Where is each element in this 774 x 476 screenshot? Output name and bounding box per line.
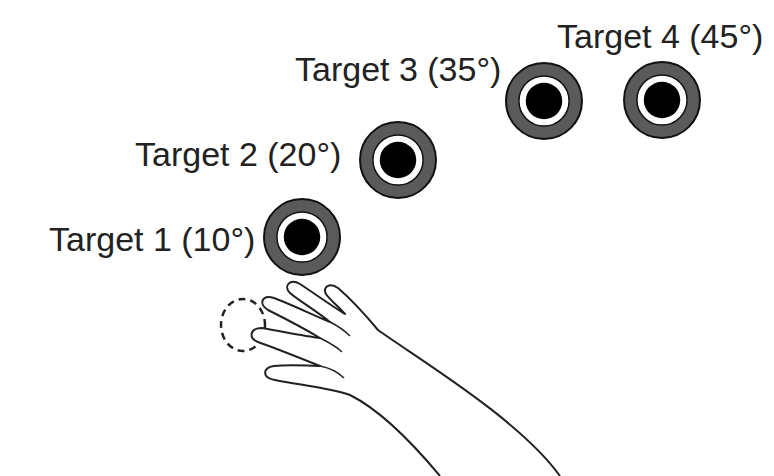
target-rings — [504, 61, 584, 141]
target-center — [380, 142, 416, 178]
target-rings — [262, 197, 342, 277]
target-circle: Target 2 (20°) — [135, 120, 438, 200]
white-ring — [277, 212, 327, 262]
outer-ring — [360, 122, 436, 198]
outer-ring — [506, 63, 582, 139]
white-ring — [637, 75, 687, 125]
target-circle: Target 4 (45°) — [557, 17, 764, 140]
target-center — [644, 82, 680, 118]
target-label: Target 2 (20°) — [135, 135, 341, 174]
outer-ring — [264, 199, 340, 275]
white-ring — [519, 76, 569, 126]
white-ring — [373, 135, 423, 185]
finger-crease — [320, 322, 350, 378]
target-circle: Target 3 (35°) — [295, 50, 584, 141]
target-label: Target 4 (45°) — [557, 17, 763, 56]
outer-ring — [624, 62, 700, 138]
target-label: Target 3 (35°) — [295, 50, 501, 89]
target-center — [284, 219, 320, 255]
target-circle: Target 1 (10°) — [49, 197, 342, 277]
target-label: Target 1 (10°) — [49, 220, 255, 259]
target-rings — [622, 60, 702, 140]
target-rings — [358, 120, 438, 200]
hand — [252, 282, 560, 476]
target-center — [526, 83, 562, 119]
